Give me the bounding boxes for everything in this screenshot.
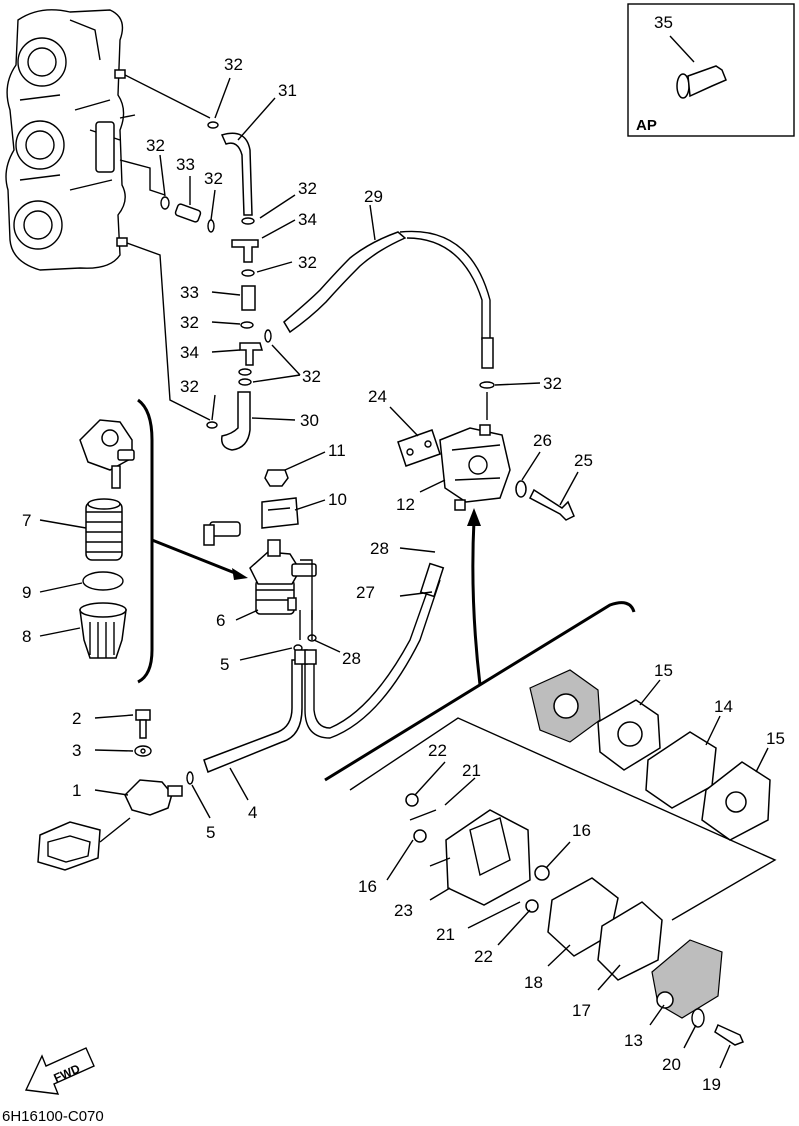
callout-15: 15 (766, 729, 785, 748)
callout-32: 32 (180, 377, 199, 396)
callout-21: 21 (436, 925, 455, 944)
callout-32: 32 (204, 169, 223, 188)
callout-14: 14 (714, 697, 733, 716)
filter-bracket (137, 398, 154, 684)
callout-15: 15 (654, 661, 673, 680)
filter-head-small (79, 419, 135, 489)
callout-35: 35 (654, 13, 673, 32)
callout-18: 18 (524, 973, 543, 992)
callout-28: 28 (342, 649, 361, 668)
pump-cover-parts (525, 877, 744, 1046)
o-ring (82, 571, 124, 591)
callout-10: 10 (328, 490, 347, 509)
callout-32: 32 (298, 253, 317, 272)
callout-29: 29 (364, 187, 383, 206)
pump-arrow (471, 519, 482, 686)
upper-hose-assembly (160, 121, 272, 451)
exploded-frame (349, 717, 777, 921)
bracket-clamp (203, 469, 299, 546)
callout-26: 26 (533, 431, 552, 450)
fwd-arrow-icon: FWD (24, 1047, 95, 1095)
callout-30: 30 (300, 411, 319, 430)
callout-16: 16 (572, 821, 591, 840)
fuel-connector (37, 709, 194, 871)
callout-13: 13 (624, 1031, 643, 1050)
callout-8: 8 (22, 627, 31, 646)
callout-33: 33 (180, 283, 199, 302)
callout-21: 21 (462, 761, 481, 780)
callout-33: 33 (176, 155, 195, 174)
callout-34: 34 (298, 210, 317, 229)
diagram-code: 6H16100-C070 (2, 1108, 104, 1125)
callout-32: 32 (298, 179, 317, 198)
callout-3: 3 (72, 741, 81, 760)
callout-19: 19 (702, 1075, 721, 1094)
callout-9: 9 (22, 583, 31, 602)
filter-element (85, 498, 123, 561)
pump-body (405, 793, 550, 906)
leader-lines (39, 77, 769, 1069)
fuel-filter-assembly (249, 539, 317, 620)
callout-22: 22 (428, 741, 447, 760)
filter-cup (79, 602, 127, 659)
callout-7: 7 (22, 511, 31, 530)
callout-28: 28 (370, 539, 389, 558)
pointer-arrow (151, 538, 241, 577)
callout-6: 6 (216, 611, 225, 630)
callout-1: 1 (72, 781, 81, 800)
exploded-bracket (324, 601, 636, 782)
callout-34: 34 (180, 343, 199, 362)
callout-5: 5 (206, 823, 215, 842)
callout-labels: 32 31 32 33 32 32 34 32 33 32 34 32 32 3… (2, 13, 785, 1125)
callout-24: 24 (368, 387, 387, 406)
callout-32: 32 (146, 136, 165, 155)
fwd-label: FWD (51, 1061, 82, 1085)
fuel-hose-29 (283, 230, 495, 420)
part-35 (676, 65, 727, 99)
callout-32: 32 (180, 313, 199, 332)
callout-16: 16 (358, 877, 377, 896)
callout-27: 27 (356, 583, 375, 602)
callout-25: 25 (574, 451, 593, 470)
engine-block (5, 9, 136, 271)
callout-20: 20 (662, 1055, 681, 1074)
callout-5: 5 (220, 655, 229, 674)
callout-32: 32 (543, 374, 562, 393)
callout-32: 32 (302, 367, 321, 386)
inset-box (627, 3, 795, 137)
main-hose-4 (203, 562, 445, 773)
pump-diaphragms (529, 669, 771, 841)
callout-12: 12 (396, 495, 415, 514)
callout-31: 31 (278, 81, 297, 100)
callout-22: 22 (474, 947, 493, 966)
leader-35 (669, 35, 695, 63)
callout-17: 17 (572, 1001, 591, 1020)
callout-4: 4 (248, 803, 257, 822)
callout-2: 2 (72, 709, 81, 728)
callout-11: 11 (328, 441, 346, 460)
inset-label: AP (636, 117, 657, 134)
callout-32: 32 (224, 55, 243, 74)
callout-23: 23 (394, 901, 413, 920)
fuel-pump-assembly (397, 424, 575, 521)
